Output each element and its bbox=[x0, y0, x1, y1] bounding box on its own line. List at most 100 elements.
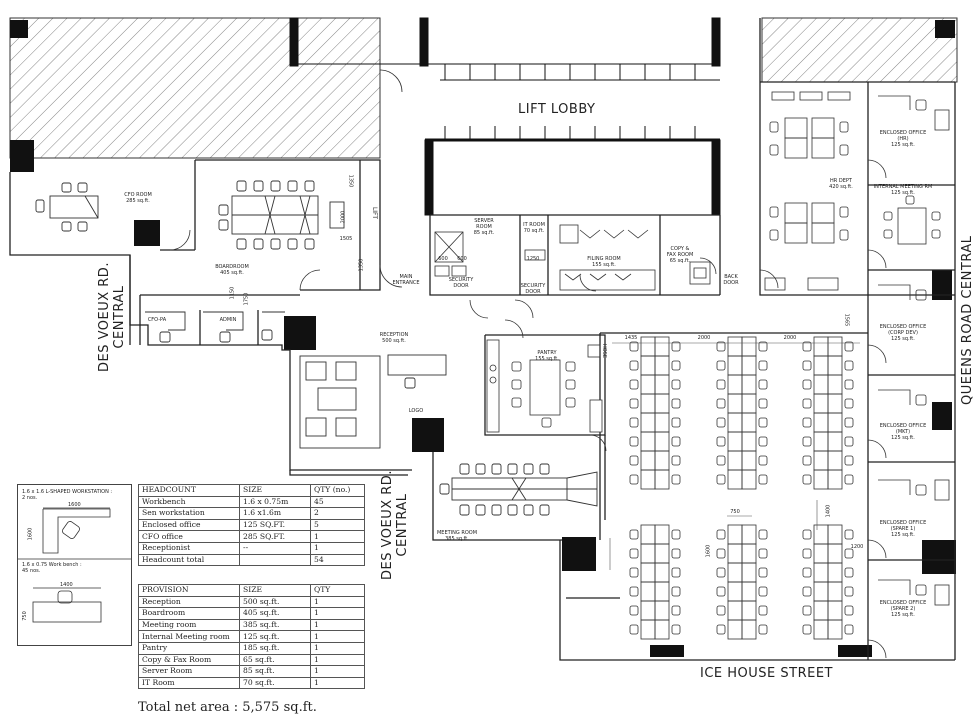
workbench-desk bbox=[654, 336, 670, 357]
headcount-header-row: HEADCOUNT SIZE QTY (no.) bbox=[138, 484, 365, 497]
workbench-desk bbox=[727, 581, 743, 602]
table-cell: Enclosed office bbox=[138, 518, 240, 532]
workbench-desk bbox=[813, 355, 829, 376]
workbench-desk bbox=[727, 374, 743, 395]
cfo-room-name: CFO ROOM bbox=[124, 192, 152, 198]
office-hr-dept: (HR) bbox=[897, 136, 909, 142]
server-room-area: 85 sq.ft. bbox=[473, 230, 495, 236]
table-cell: 1 bbox=[310, 530, 365, 543]
workbench-chair bbox=[802, 455, 812, 466]
dim-750: 750 bbox=[730, 509, 740, 515]
workbench-chair bbox=[629, 360, 639, 371]
workbench-chair bbox=[758, 567, 768, 578]
workbench-chair bbox=[716, 529, 726, 540]
workbench-chair bbox=[716, 605, 726, 616]
lift-core bbox=[289, 17, 721, 216]
workbench-chair bbox=[844, 529, 854, 540]
workbench-desk bbox=[827, 393, 843, 414]
workbench-desk bbox=[741, 374, 757, 395]
table-cell: 1 bbox=[310, 607, 365, 620]
table-cell: 2 bbox=[310, 507, 365, 520]
workbench-desk bbox=[741, 355, 757, 376]
workbench-chair bbox=[844, 398, 854, 409]
it-room-name: IT ROOM bbox=[523, 222, 545, 228]
table-row: Meeting room 385 sq.ft. 1 bbox=[138, 618, 365, 632]
workbench-chair bbox=[758, 624, 768, 635]
meeting-table bbox=[439, 463, 598, 516]
workbench-chair bbox=[758, 455, 768, 466]
table-row: Reception 500 sq.ft. 1 bbox=[138, 595, 365, 609]
workbench-desk bbox=[654, 412, 670, 433]
server-room-label: SERVER ROOM 85 sq.ft. bbox=[474, 218, 495, 236]
workbench-desk bbox=[741, 412, 757, 433]
meeting-room-name: MEETING ROOM bbox=[436, 530, 478, 536]
workbench-desk bbox=[827, 619, 843, 640]
workbench-desk bbox=[727, 600, 743, 621]
table-cell: 1 bbox=[310, 665, 365, 678]
table-cell: 70 sq.ft. bbox=[239, 676, 311, 690]
it-room-label: IT ROOM 70 sq.ft. bbox=[523, 222, 545, 234]
workbench-desk bbox=[827, 581, 843, 602]
office-spare2-label: ENCLOSED OFFICE (SPARE 2) 125 sq.ft. bbox=[880, 600, 927, 618]
table-cell: -- bbox=[239, 541, 311, 555]
workbench-desk bbox=[827, 355, 843, 376]
workbench-desk bbox=[741, 600, 757, 621]
workbench-desk bbox=[827, 431, 843, 452]
workbench-desk bbox=[813, 581, 829, 602]
table-cell: Copy & Fax Room bbox=[138, 653, 240, 667]
back-door-label: BACK DOOR bbox=[723, 274, 738, 286]
enclosed-office-furniture bbox=[878, 95, 950, 606]
workbench-desk bbox=[654, 619, 670, 640]
workbench-chair bbox=[844, 417, 854, 428]
workbench-desk bbox=[654, 524, 670, 545]
dim-1350-b: 1350 bbox=[358, 258, 365, 272]
workbench-desk bbox=[827, 374, 843, 395]
workbench-desk bbox=[727, 562, 743, 583]
dim-2000-a: 2000 bbox=[697, 335, 711, 341]
legend-workbench-line1: 1.6 x 0.75 Work bench : bbox=[22, 562, 82, 568]
workbench-chair bbox=[671, 567, 681, 578]
workbench-desk bbox=[727, 412, 743, 433]
office-spare2-area: 125 sq.ft. bbox=[891, 612, 915, 618]
total-net-area: Total net area : 5,575 sq.ft. bbox=[138, 700, 317, 715]
workbench-desk bbox=[827, 336, 843, 357]
boardroom-table bbox=[218, 180, 345, 250]
workbench-desk bbox=[654, 469, 670, 490]
copy-fax-label: COPY & FAX ROOM 65 sq.ft. bbox=[667, 246, 694, 264]
table-row: Boardroom 405 sq.ft. 1 bbox=[138, 607, 365, 620]
office-corp-area: 125 sq.ft. bbox=[891, 336, 915, 342]
des-voeux-left-line1: DES VOEUX RD. bbox=[97, 262, 112, 372]
walls bbox=[9, 18, 956, 661]
workbench-desk bbox=[813, 600, 829, 621]
table-cell: 500 sq.ft. bbox=[239, 595, 311, 609]
des-voeux-left-label: DES VOEUX RD. CENTRAL bbox=[97, 262, 127, 372]
headcount-table: HEADCOUNT SIZE QTY (no.) Workbench 1.6 x… bbox=[138, 484, 365, 567]
des-voeux-left-line2: CENTRAL bbox=[112, 285, 127, 349]
admin-label: ADMIN bbox=[219, 317, 237, 323]
office-spare1-name: ENCLOSED OFFICE bbox=[879, 520, 927, 526]
reception-name: RECEPTION bbox=[379, 332, 409, 338]
workbench-desk bbox=[813, 431, 829, 452]
workbench-desk bbox=[813, 619, 829, 640]
table-cell: 285 SQ.FT. bbox=[239, 530, 311, 543]
security-door-2-line2: DOOR bbox=[525, 289, 541, 295]
table-cell: 54 bbox=[310, 553, 365, 567]
table-cell: Meeting room bbox=[138, 618, 240, 632]
des-voeux-mid-label: DES VOEUX RD. CENTRAL bbox=[380, 470, 410, 580]
workbench-desk bbox=[741, 524, 757, 545]
workbench-chair bbox=[802, 474, 812, 485]
workbench-desk bbox=[654, 374, 670, 395]
security-door-2-label: SECURITY DOOR bbox=[521, 283, 546, 295]
workbench-desk bbox=[813, 469, 829, 490]
workbench-chair bbox=[671, 624, 681, 635]
table-cell: 65 sq.ft. bbox=[239, 653, 311, 667]
legend-l-shaped-line1: 1.6 x 1.6 L-SHAPED WORKSTATION : bbox=[22, 489, 113, 495]
table-row: Internal Meeting room 125 sq.ft. 1 bbox=[138, 630, 365, 643]
workbench-chair bbox=[758, 417, 768, 428]
workbench-chair bbox=[844, 548, 854, 559]
door-swings bbox=[169, 69, 887, 659]
table-row: Workbench 1.6 x 0.75m 45 bbox=[138, 495, 365, 509]
office-hr-name: ENCLOSED OFFICE bbox=[879, 130, 927, 136]
